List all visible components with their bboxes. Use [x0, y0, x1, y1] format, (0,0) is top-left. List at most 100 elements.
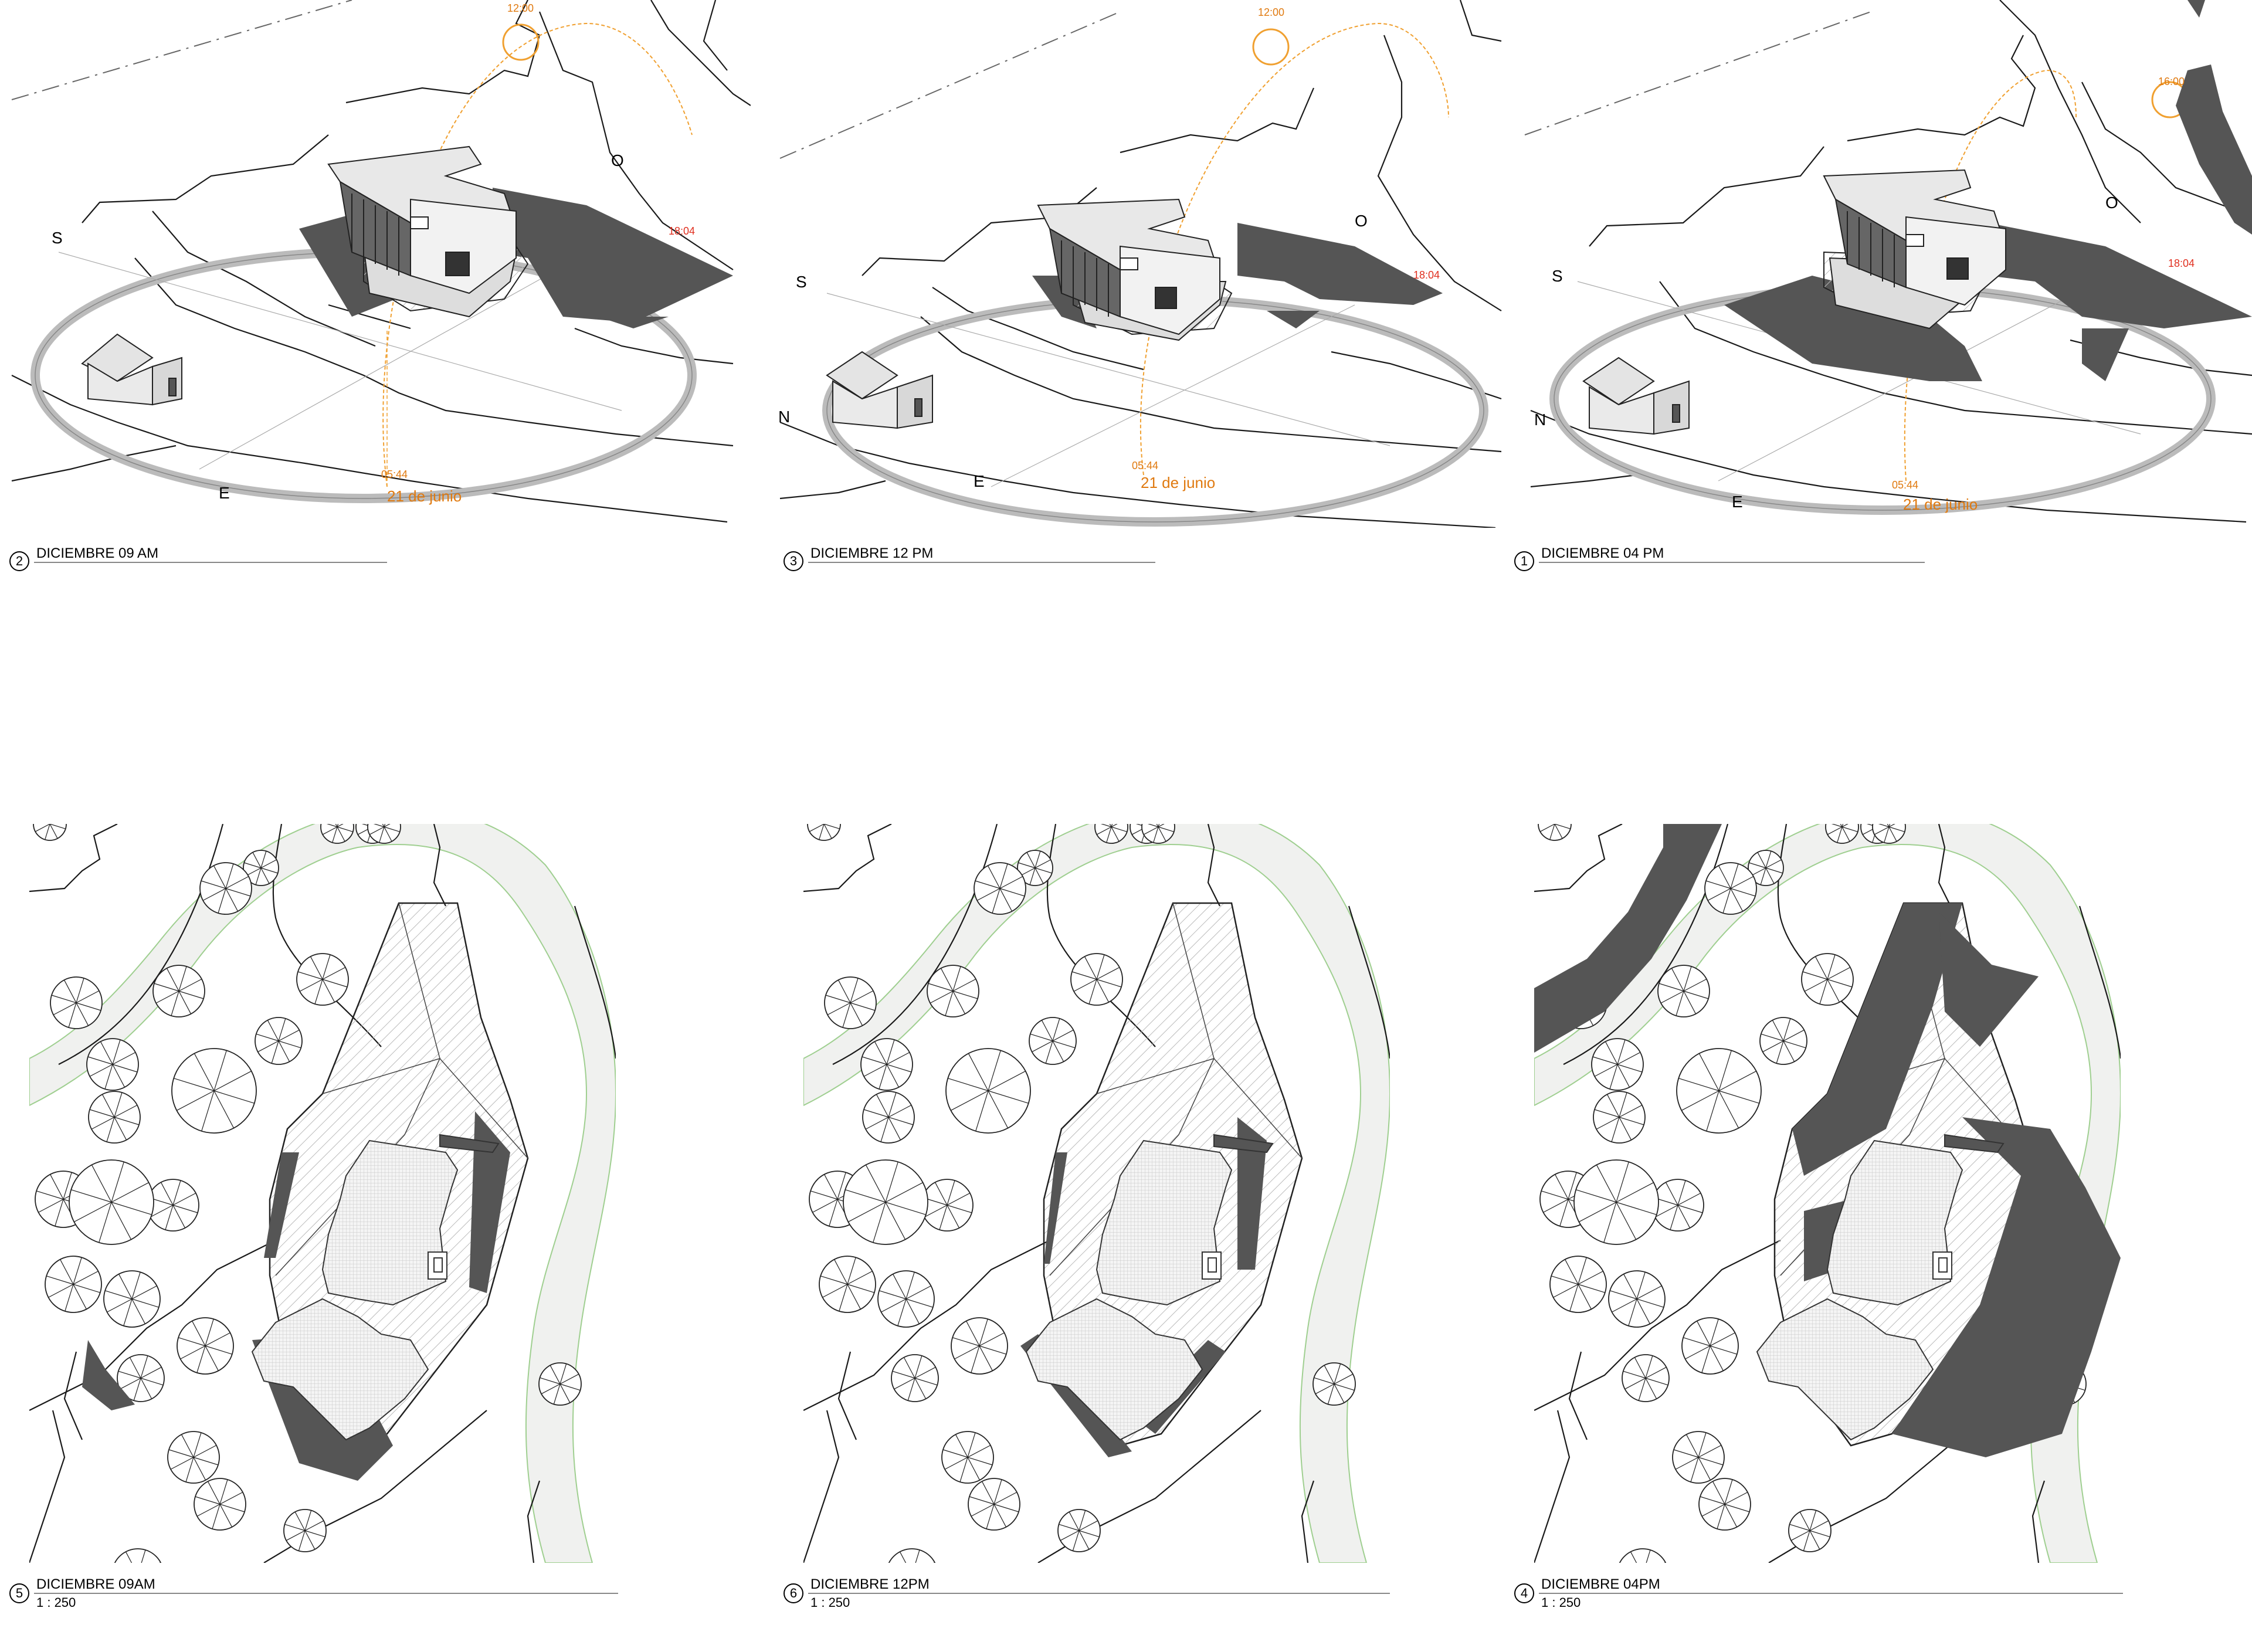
tree-symbol — [33, 824, 67, 841]
house-roof-plan — [1756, 1134, 2005, 1441]
tree-symbol — [927, 965, 979, 1017]
house-model — [1823, 169, 2006, 330]
tree-symbol — [1057, 1509, 1101, 1552]
cast-shadow — [1237, 223, 1443, 305]
compass-west: O — [2105, 194, 2118, 212]
sunrise-time: 05:44 — [1892, 479, 1918, 491]
tree-symbol — [45, 1256, 102, 1313]
footpath-band — [1534, 824, 2121, 1563]
site-plan-1 — [29, 824, 616, 1563]
tree-symbol — [243, 850, 279, 886]
tree-symbol — [951, 1317, 1008, 1375]
title-rule — [1539, 562, 1925, 563]
tree-symbol — [1593, 1091, 1646, 1144]
tree-symbol — [167, 1431, 220, 1484]
tree-symbol — [103, 1270, 161, 1328]
sun-icon — [502, 23, 540, 61]
footpath-band — [29, 824, 616, 1563]
tree-symbol — [1704, 862, 1757, 915]
site-plan-3 — [1534, 824, 2121, 1563]
tree-symbol — [50, 976, 103, 1029]
tree-symbol — [968, 1478, 1020, 1531]
sun-path-arc — [1139, 22, 1449, 476]
viewport-number: 5 — [9, 1583, 29, 1603]
tree-symbol — [974, 862, 1026, 915]
tree-symbol — [921, 1179, 974, 1232]
viewport-number: 2 — [9, 551, 29, 571]
tree-symbol — [862, 1091, 915, 1144]
sunset-time: 18:04 — [669, 225, 695, 237]
cabin-model — [1582, 357, 1690, 435]
sun-top-time: 16:00 — [2158, 76, 2185, 87]
tree-symbol — [1619, 1548, 1667, 1563]
title-rule — [34, 1593, 618, 1594]
tree-symbol — [1676, 1048, 1762, 1134]
tree-symbol — [843, 1159, 928, 1245]
title-rule — [1539, 1593, 2123, 1594]
tree-symbol — [1657, 965, 1710, 1017]
house-roof-plan — [251, 1134, 500, 1441]
tree-symbol — [1748, 850, 1784, 886]
viewport-scale: 1 : 250 — [1541, 1595, 1581, 1610]
compass-east: E — [219, 484, 230, 502]
tree-symbol — [1825, 824, 1859, 844]
tree-symbol — [1651, 1179, 1704, 1232]
viewport-title: DICIEMBRE 04 PM — [1541, 545, 1664, 561]
viewport-scale: 1 : 250 — [36, 1595, 76, 1610]
date-label: 21 de junio — [1141, 474, 1215, 491]
tree-symbol — [1094, 824, 1128, 844]
date-label: 21 de junio — [1903, 496, 1978, 513]
plan-views — [29, 824, 2121, 1563]
tree-symbol — [1622, 1354, 1670, 1402]
tree-symbol — [199, 862, 252, 915]
sunrise-time: 05:44 — [1132, 460, 1158, 471]
tree-symbol — [860, 1038, 913, 1091]
terrain-contours — [1530, 0, 2252, 523]
cabin-model — [826, 351, 933, 429]
tree-symbol — [1801, 953, 1854, 1006]
viewport-title: DICIEMBRE 09AM — [36, 1576, 155, 1592]
compass-east: E — [974, 472, 985, 490]
title-rule — [808, 562, 1155, 563]
tree-symbol — [1872, 824, 1906, 844]
compass-north: N — [1534, 411, 1546, 429]
compass-south: S — [52, 229, 63, 247]
tree-symbol — [1788, 1509, 1832, 1552]
sun-top-time: 12:00 — [507, 2, 534, 14]
tree-symbol — [1549, 1256, 1607, 1313]
viewport-number: 6 — [784, 1583, 803, 1603]
tree-symbol — [69, 1159, 154, 1245]
viewport-number: 4 — [1514, 1583, 1534, 1603]
tree-symbol — [1070, 953, 1123, 1006]
sun-top-time: 12:00 — [1258, 6, 1284, 18]
tree-symbol — [1573, 1159, 1659, 1245]
viewport-number: 1 — [1514, 551, 1534, 571]
site-plan-2 — [803, 824, 1390, 1563]
cast-shadow — [1724, 276, 1982, 381]
perspective-view-3: S N E O 16:00 05:44 18:04 21 de junio — [1524, 0, 2252, 523]
compass-east: E — [1732, 493, 1743, 511]
viewport-scale: 1 : 250 — [810, 1595, 850, 1610]
tree-symbol — [891, 1354, 939, 1402]
tree-symbol — [114, 1548, 162, 1563]
tree-symbol — [194, 1478, 246, 1531]
tree-symbol — [255, 1017, 303, 1065]
tree-symbol — [117, 1354, 165, 1402]
tree-symbol — [86, 1038, 139, 1091]
tree-symbol — [296, 953, 349, 1006]
perspective-view-1: S E O 12:00 05:44 18:04 21 de junio — [11, 0, 751, 523]
tree-symbol — [88, 1091, 141, 1144]
viewport-number: 3 — [784, 551, 803, 571]
tree-symbol — [1591, 1038, 1644, 1091]
tree-symbol — [1759, 1017, 1807, 1065]
tree-symbol — [538, 1362, 582, 1406]
tree-symbol — [147, 1179, 199, 1232]
perspective-view-2: S N E O 12:00 05:44 18:04 21 de junio — [778, 0, 1502, 528]
tree-symbol — [1312, 1362, 1356, 1406]
compass-west: O — [611, 151, 624, 169]
tree-symbol — [152, 965, 205, 1017]
sun-icon — [1252, 28, 1290, 66]
house-model — [1037, 198, 1233, 341]
tree-symbol — [171, 1048, 257, 1134]
terrain-contours — [11, 0, 751, 523]
